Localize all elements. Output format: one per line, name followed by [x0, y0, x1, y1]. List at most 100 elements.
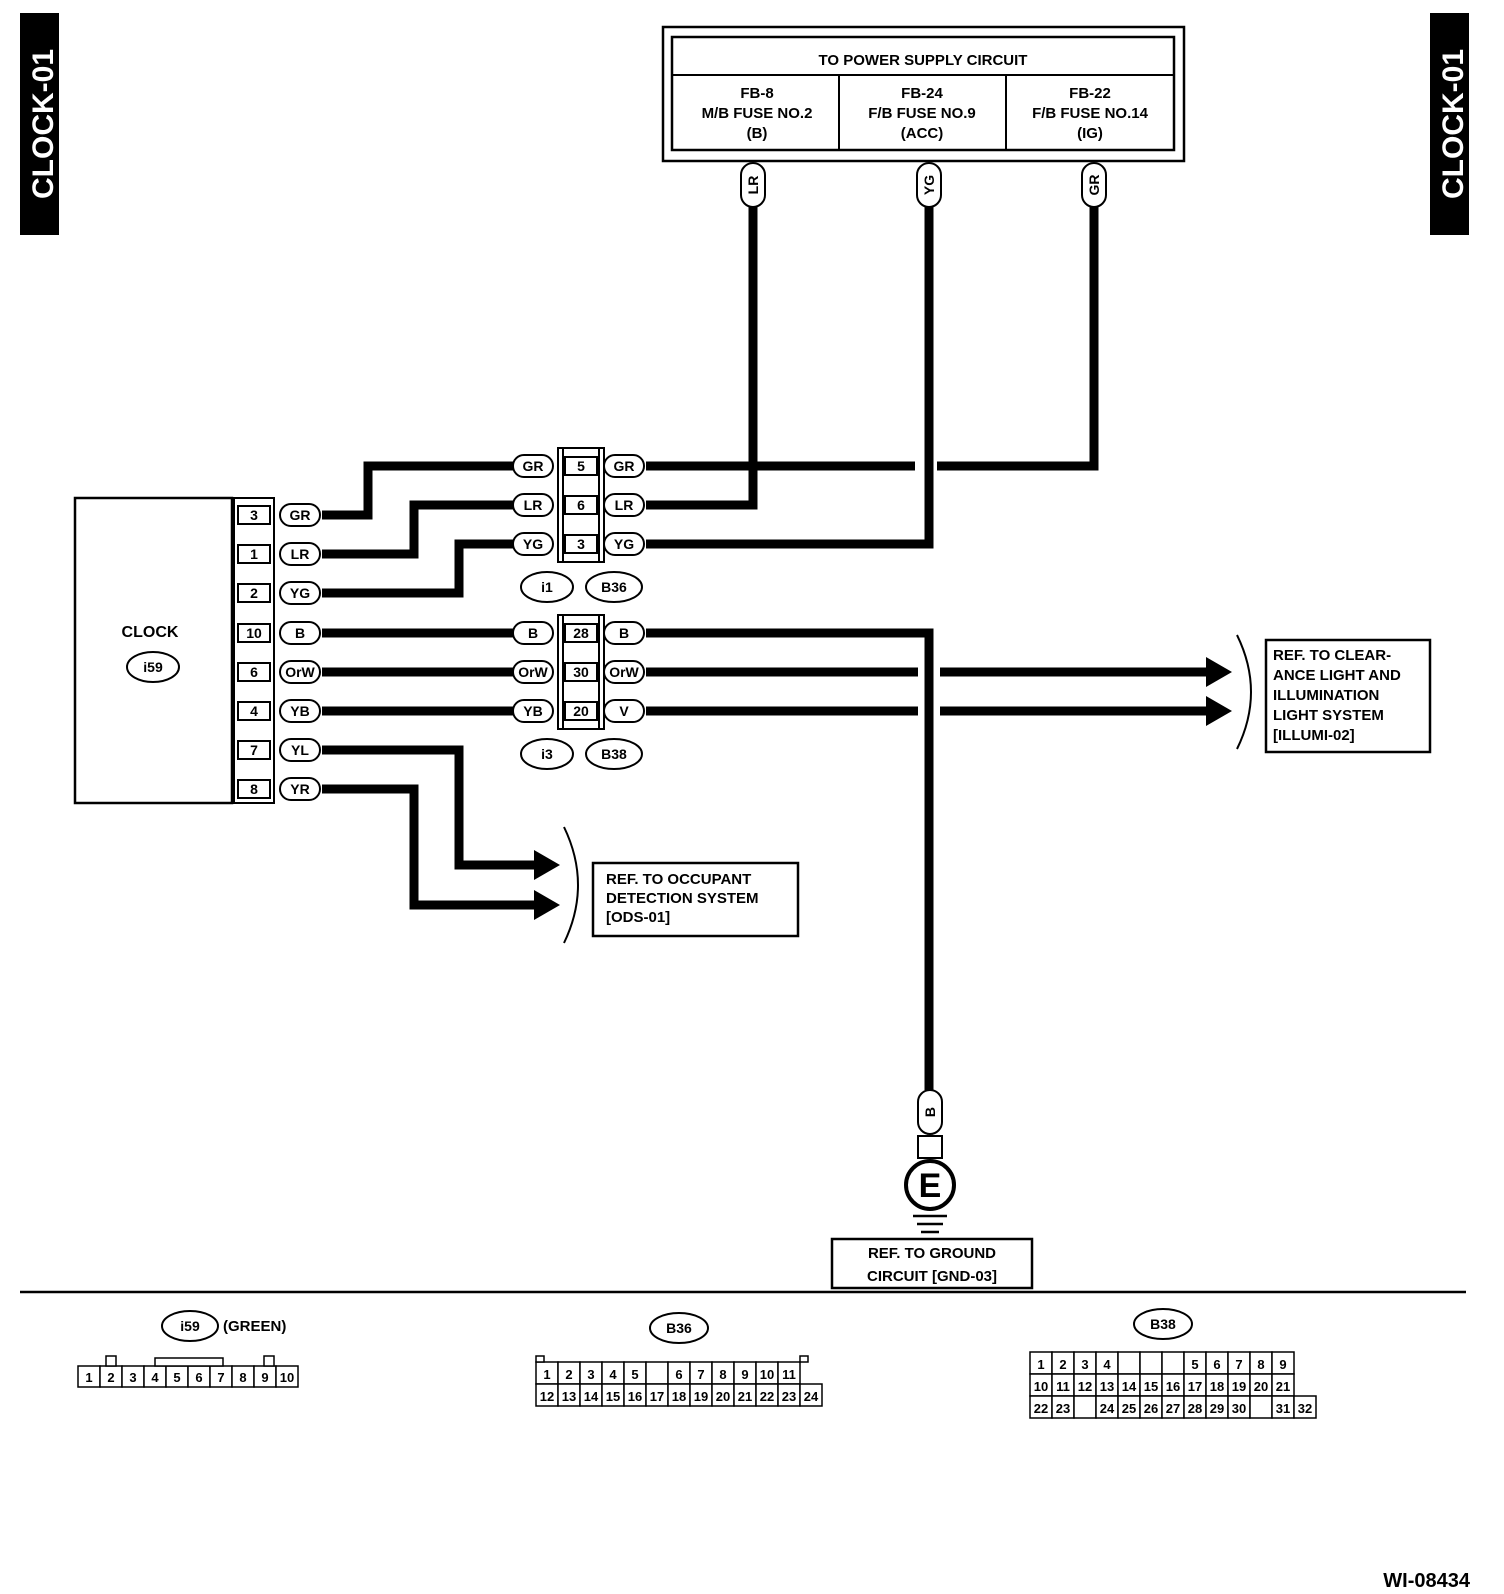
junction-upper-ids: i1 B36 [520, 571, 643, 603]
junction-lower-pin-number: 28 [573, 625, 589, 641]
clock-pin-cell [237, 505, 271, 525]
junction-lower-pin-number: 20 [573, 703, 589, 719]
clock-pin-cell [237, 779, 271, 799]
clock-pin-color-tag [279, 621, 321, 645]
wire-b-ground [646, 628, 934, 1090]
clock-pin-cell [237, 701, 271, 721]
b36-view-row1-pin: 5 [631, 1367, 638, 1382]
clock-pin-number: 8 [250, 781, 258, 797]
side-tab-left-label: CLOCK-01 [27, 49, 60, 199]
junction-lower-id-2: B38 [601, 746, 627, 762]
side-tab-left: CLOCK-01 [20, 13, 60, 235]
b38-view-row1-pin: 3 [1081, 1357, 1088, 1372]
side-tab-right: CLOCK-01 [1430, 13, 1470, 235]
junction-lower-left-color-label: B [528, 625, 538, 641]
clock-pin-color-tag [279, 542, 321, 566]
arrowheads [534, 657, 1232, 920]
i59-view-cell [275, 1365, 299, 1388]
junction-upper-left-color-label: YG [523, 536, 543, 552]
clock-pin-number: 10 [246, 625, 262, 641]
fuse-col-1-line3: (B) [747, 125, 768, 142]
b38-view-row2-pin: 11 [1056, 1379, 1070, 1394]
b38-view-row3-pin: 28 [1188, 1401, 1202, 1416]
junction-lower-left-color-tag [512, 660, 554, 684]
i59-view-note: (GREEN) [223, 1318, 286, 1335]
ref-illumination-line5: [ILLUMI-02] [1273, 727, 1355, 744]
b38-view-row1-pin: 2 [1059, 1357, 1066, 1372]
junction-upper-pin-cell [564, 495, 598, 515]
power-supply-box: TO POWER SUPPLY CIRCUIT FB-8 M/B FUSE NO… [661, 25, 1186, 163]
ground-symbol: E [919, 1167, 942, 1205]
junction-lower-right-color-label: B [619, 625, 629, 641]
fuse-col-2-line1: FB-24 [901, 85, 943, 102]
fuse-col-1-line2: M/B FUSE NO.2 [702, 105, 813, 122]
b36-view-row2-pin: 17 [650, 1389, 664, 1404]
b38-view-row1-pin: 4 [1103, 1357, 1111, 1372]
fuse-col-3-line2: F/B FUSE NO.14 [1032, 105, 1149, 122]
ref-illumination-line4: LIGHT SYSTEM [1273, 707, 1384, 724]
b38-view-row3-pin: 23 [1056, 1401, 1070, 1416]
b36-view-row1-pin: 11 [782, 1367, 796, 1382]
junction-upper-right-color-label: GR [614, 458, 635, 474]
b38-view-row2-pin: 15 [1144, 1379, 1158, 1394]
connector-view-headers: i59 (GREEN) B36 B38 [161, 1308, 1193, 1344]
b38-view-row3-pin: 29 [1210, 1401, 1224, 1416]
wire-gr-clock [322, 461, 513, 520]
b36-view-row2-pin: 12 [540, 1389, 554, 1404]
clock-pin-cell [237, 623, 271, 643]
junction-lower-ids: i3 B38 [520, 738, 643, 770]
b36-view-row2-pin: 15 [606, 1389, 620, 1404]
b36-view-row2-pin: 13 [562, 1389, 576, 1404]
i59-view-pin: 2 [107, 1370, 114, 1385]
junction-lower-pin-number: 30 [573, 664, 589, 680]
clock-pin-cell [237, 740, 271, 760]
b36-view-row2-pin: 20 [716, 1389, 730, 1404]
illumination-bracket [1236, 634, 1252, 750]
b36-view-row1-pin: 1 [543, 1367, 550, 1382]
wire-yr-occupant [322, 784, 536, 910]
supply-wire-tag-lr: LR [745, 176, 761, 195]
clock-pin-color-tag [279, 738, 321, 762]
junction-lower-left-color-label: OrW [518, 664, 548, 680]
wire-yl-occupant [322, 745, 536, 870]
b38-view-row3-cell [1293, 1395, 1317, 1419]
clock-pin-color-tag [279, 660, 321, 684]
b36-view-row1-cell [645, 1361, 669, 1385]
i59-view-pin: 1 [85, 1370, 92, 1385]
b38-view-row1-cell [1161, 1351, 1185, 1375]
ground-point: B E [904, 1089, 956, 1234]
junction-lower-id-1: i3 [541, 746, 553, 762]
fuse-col-3-line1: FB-22 [1069, 85, 1111, 102]
junction-upper-right-color-label: LR [615, 497, 634, 513]
junction-lower-right-color-tag [603, 660, 645, 684]
ref-illumination-line1: REF. TO CLEAR- [1273, 647, 1391, 664]
i59-view-pin: 9 [261, 1370, 268, 1385]
clock-pin-number: 6 [250, 664, 258, 680]
ref-occupant-line3: [ODS-01] [606, 909, 670, 926]
junction-upper-right-color-label: YG [614, 536, 634, 552]
i59-view-pin: 6 [195, 1370, 202, 1385]
junction-lower-right-color-label: V [619, 703, 629, 719]
fuse-col-2-line3: (ACC) [901, 125, 944, 142]
i59-view-pin: 7 [217, 1370, 224, 1385]
clock-pin-color-label: YB [290, 703, 309, 719]
b38-view-row2-pin: 18 [1210, 1379, 1224, 1394]
ref-illumination-box: REF. TO CLEAR- ANCE LIGHT AND ILLUMINATI… [1264, 638, 1432, 754]
b38-view-row2-pin: 10 [1034, 1379, 1048, 1394]
b38-view-row1-pin: 9 [1279, 1357, 1286, 1372]
junction-upper-pin-cell [564, 456, 598, 476]
clock-pin-number: 1 [250, 546, 258, 562]
clock-pin-color-label: LR [291, 546, 310, 562]
clock-pin-color-label: YR [290, 781, 309, 797]
wire-lr-clock [322, 500, 513, 559]
b38-view-row2-pin: 12 [1078, 1379, 1092, 1394]
clock-label: CLOCK [122, 624, 179, 641]
junction-upper-left-color-tag [512, 454, 554, 478]
clock-pin-color-label: YL [291, 742, 309, 758]
b36-view-row1-pin: 3 [587, 1367, 594, 1382]
junction-lower-right-color-label: OrW [609, 664, 639, 680]
clock-pin-number: 3 [250, 507, 258, 523]
fuse-col-1-line1: FB-8 [740, 85, 773, 102]
